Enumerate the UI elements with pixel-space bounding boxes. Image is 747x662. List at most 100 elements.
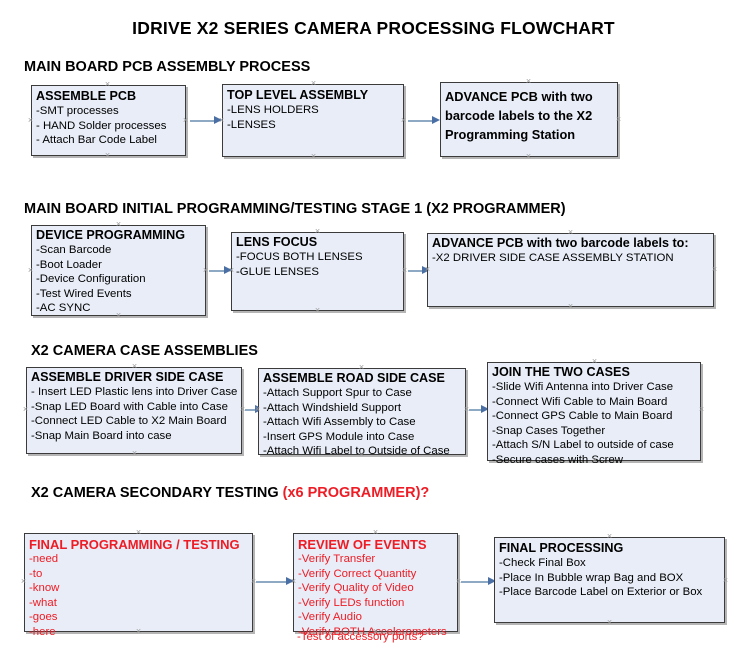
box-title: ASSEMBLE PCB bbox=[36, 89, 137, 103]
connection-handle-icon bbox=[22, 406, 29, 413]
connection-handle-icon bbox=[567, 229, 574, 236]
box-line: -Snap Main Board into case bbox=[31, 429, 172, 442]
box-line: -Insert GPS Module into Case bbox=[263, 430, 415, 443]
box-title: ADVANCE PCB with two barcode labels to t… bbox=[445, 89, 593, 142]
arrow-connector bbox=[461, 577, 496, 586]
box-line: -Snap Cases Together bbox=[492, 424, 606, 437]
connection-handle-icon bbox=[202, 267, 209, 274]
section-heading-4: X2 CAMERA SECONDARY TESTING (x6 PROGRAMM… bbox=[31, 485, 429, 501]
box-line: - HAND Solder processes bbox=[36, 119, 167, 132]
connection-handle-icon bbox=[525, 153, 532, 160]
box-line: -Verify Correct Quantity bbox=[298, 567, 417, 580]
box-device-programming[interactable]: DEVICE PROGRAMMING -Scan Barcode -Boot L… bbox=[31, 225, 206, 316]
box-line: -AC SYNC bbox=[36, 302, 91, 314]
connection-handle-icon bbox=[135, 628, 142, 635]
arrow-connector bbox=[469, 405, 489, 414]
connection-handle-icon bbox=[711, 266, 718, 273]
box-top-level-assembly[interactable]: TOP LEVEL ASSEMBLY -LENS HOLDERS -LENSES bbox=[222, 84, 404, 157]
box-line: -GLUE LENSES bbox=[236, 265, 319, 278]
box-line: - Insert LED Plastic lens into Driver Ca… bbox=[31, 386, 238, 398]
connection-handle-icon bbox=[131, 363, 138, 370]
connection-handle-icon bbox=[27, 117, 34, 124]
box-title: FINAL PROGRAMMING / TESTING bbox=[29, 537, 240, 552]
box-title: REVIEW OF EVENTS bbox=[298, 537, 427, 552]
box-line: -Slide Wifi Antenna into Driver Case bbox=[492, 381, 674, 393]
box-line: - Attach Bar Code Label bbox=[36, 134, 157, 146]
box-line: -to bbox=[29, 567, 43, 580]
connection-handle-icon bbox=[606, 533, 613, 540]
connection-handle-icon bbox=[310, 80, 317, 87]
box-line: -Verify Audio bbox=[298, 611, 362, 623]
box-line: -Verify LEDs function bbox=[298, 596, 405, 609]
connection-handle-icon bbox=[591, 457, 598, 464]
connection-handle-icon bbox=[722, 577, 729, 584]
connection-handle-icon bbox=[135, 529, 142, 536]
box-final-processing[interactable]: FINAL PROCESSING -Check Final Box -Place… bbox=[494, 537, 725, 623]
box-line: -Attach Wifi Label to Outside of Case bbox=[263, 445, 450, 457]
box-line: -Boot Loader bbox=[36, 258, 102, 271]
connection-handle-icon bbox=[115, 221, 122, 228]
connection-handle-icon bbox=[131, 450, 138, 457]
box-title: DEVICE PROGRAMMING bbox=[36, 228, 186, 242]
box-line: -SMT processes bbox=[36, 105, 119, 117]
connection-handle-icon bbox=[372, 628, 379, 635]
box-line: -Attach Wifi Assembly to Case bbox=[263, 416, 416, 428]
connection-handle-icon bbox=[310, 153, 317, 160]
box-overflow-line: -Test of accessory ports? bbox=[297, 631, 424, 643]
box-line: -Place Barcode Label on Exterior or Box bbox=[499, 586, 703, 598]
box-title: ASSEMBLE DRIVER SIDE CASE bbox=[31, 370, 224, 384]
box-title: FINAL PROCESSING bbox=[499, 541, 624, 555]
box-advance-pcb-programming-station[interactable]: ADVANCE PCB with two barcode labels to t… bbox=[440, 82, 618, 157]
connection-handle-icon bbox=[424, 266, 431, 273]
box-line: -Snap LED Board with Cable into Case bbox=[31, 400, 228, 413]
box-title: LENS FOCUS bbox=[236, 235, 318, 249]
connection-handle-icon bbox=[615, 116, 622, 123]
section-heading-4-alt: (x6 PROGRAMMER)? bbox=[282, 485, 430, 501]
connection-handle-icon bbox=[606, 619, 613, 626]
box-line: -need bbox=[29, 553, 59, 565]
box-line: -Attach Support Spur to Case bbox=[263, 387, 412, 399]
box-final-programming-testing[interactable]: FINAL PROGRAMMING / TESTING -need -to -k… bbox=[24, 533, 253, 638]
connection-handle-icon bbox=[314, 307, 321, 314]
section-heading-3: X2 CAMERA CASE ASSEMBLIES bbox=[31, 343, 258, 359]
box-title: JOIN THE TWO CASES bbox=[492, 365, 630, 379]
box-line: -Connect LED Cable to X2 Main Board bbox=[31, 415, 227, 427]
box-lens-focus[interactable]: LENS FOCUS -FOCUS BOTH LENSES -GLUE LENS… bbox=[231, 232, 404, 311]
connection-handle-icon bbox=[20, 578, 27, 585]
connection-handle-icon bbox=[455, 578, 462, 585]
connection-handle-icon bbox=[567, 303, 574, 310]
section-heading-4-text: X2 CAMERA SECONDARY TESTING bbox=[31, 485, 283, 501]
box-advance-pcb-driver-side-station[interactable]: ADVANCE PCB with two barcode labels to: … bbox=[427, 233, 714, 307]
connection-handle-icon bbox=[400, 117, 407, 124]
connection-handle-icon bbox=[254, 406, 261, 413]
box-line: -X2 DRIVER SIDE CASE ASSEMBLY STATION bbox=[432, 252, 674, 264]
section-heading-2: MAIN BOARD INITIAL PROGRAMMING/TESTING S… bbox=[24, 201, 566, 217]
connection-handle-icon bbox=[250, 578, 257, 585]
arrow-connector bbox=[408, 116, 440, 125]
box-line: -LENSES bbox=[227, 118, 276, 131]
box-line: -know bbox=[29, 582, 60, 594]
section-heading-1: MAIN BOARD PCB ASSEMBLY PROCESS bbox=[24, 59, 311, 75]
box-line: -Check Final Box bbox=[499, 557, 586, 569]
connection-handle-icon bbox=[525, 78, 532, 85]
connection-handle-icon bbox=[358, 451, 365, 458]
box-assemble-driver-side-case[interactable]: ASSEMBLE DRIVER SIDE CASE - Insert LED P… bbox=[26, 367, 242, 454]
box-assemble-road-side-case[interactable]: ASSEMBLE ROAD SIDE CASE -Attach Support … bbox=[258, 368, 466, 457]
connection-handle-icon bbox=[401, 267, 408, 274]
connection-handle-icon bbox=[463, 406, 470, 413]
connection-handle-icon bbox=[182, 117, 189, 124]
box-assemble-pcb[interactable]: ASSEMBLE PCB -SMT processes - HAND Solde… bbox=[31, 85, 186, 156]
box-line: -Verify Transfer bbox=[298, 553, 376, 565]
connection-handle-icon bbox=[239, 406, 246, 413]
box-title: ASSEMBLE ROAD SIDE CASE bbox=[263, 371, 445, 385]
connection-handle-icon bbox=[698, 406, 705, 413]
connection-handle-icon bbox=[115, 312, 122, 319]
connection-handle-icon bbox=[104, 81, 111, 88]
connection-handle-icon bbox=[591, 358, 598, 365]
arrow-connector bbox=[256, 577, 294, 586]
box-join-the-two-cases[interactable]: JOIN THE TWO CASES -Slide Wifi Antenna i… bbox=[487, 362, 701, 466]
box-line: -Connect Wifi Cable to Main Board bbox=[492, 395, 668, 408]
connection-handle-icon bbox=[218, 117, 225, 124]
box-review-of-events[interactable]: REVIEW OF EVENTS -Verify Transfer -Verif… bbox=[293, 533, 458, 638]
